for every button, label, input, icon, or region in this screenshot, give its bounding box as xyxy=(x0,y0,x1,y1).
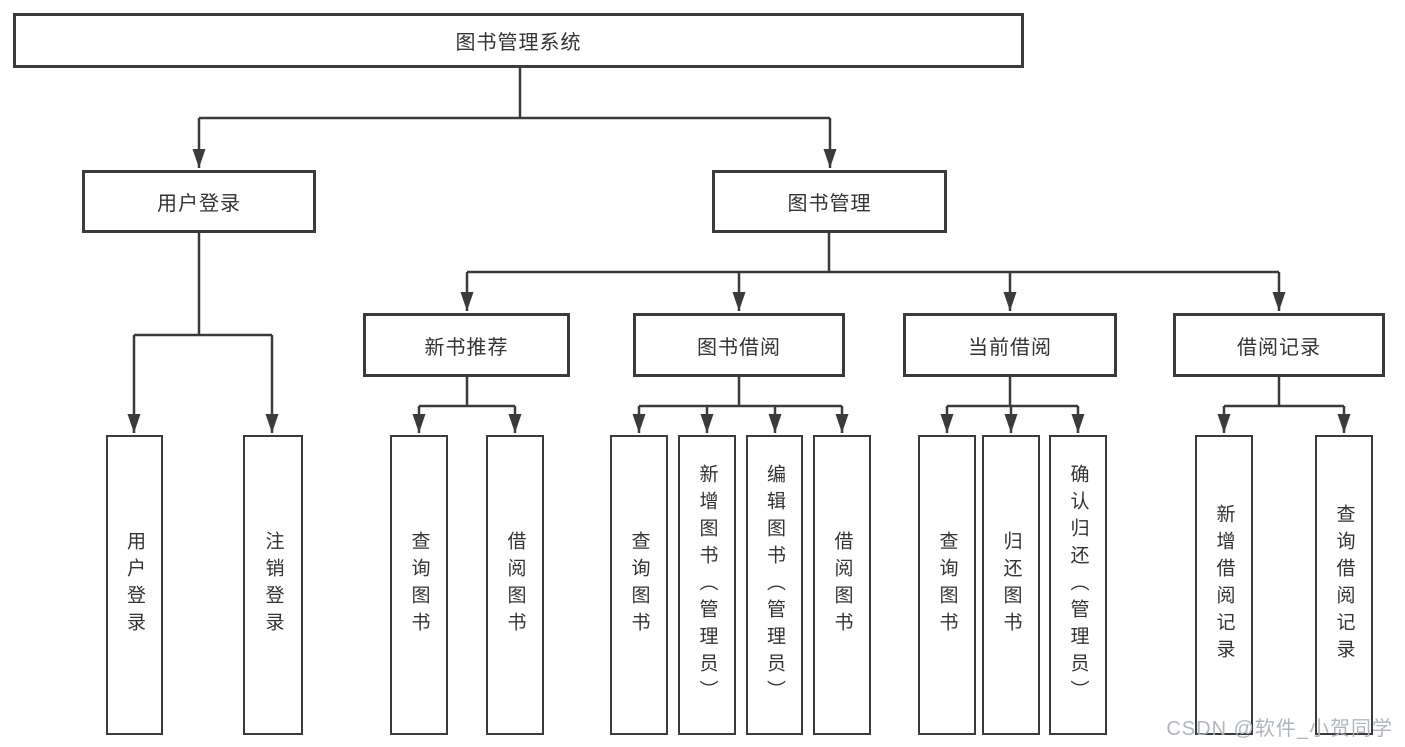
leaf-query-borrow-record: 查询借阅记录 xyxy=(1315,435,1373,735)
leaf-add-books-admin-label: 新增图书（管理员） xyxy=(696,463,718,707)
leaf-query-books-current-label: 查询图书 xyxy=(936,531,958,639)
leaf-borrow-books-recommend-label: 借阅图书 xyxy=(504,531,526,639)
leaf-logout: 注销登录 xyxy=(243,435,303,735)
node-user-login: 用户登录 xyxy=(82,170,316,233)
leaf-edit-books-admin: 编辑图书（管理员） xyxy=(746,435,803,735)
leaf-borrow-books-label: 借阅图书 xyxy=(831,531,853,639)
node-book-management: 图书管理 xyxy=(712,170,947,233)
leaf-user-login: 用户登录 xyxy=(106,435,163,735)
leaf-query-books-borrowing-label: 查询图书 xyxy=(628,531,650,639)
leaf-user-login-label: 用户登录 xyxy=(124,531,145,639)
leaf-borrow-books: 借阅图书 xyxy=(813,435,871,735)
node-borrowing-records: 借阅记录 xyxy=(1173,313,1385,377)
leaf-return-books: 归还图书 xyxy=(982,435,1040,735)
leaf-add-borrow-record-label: 新增借阅记录 xyxy=(1213,504,1235,666)
node-new-book-recommend: 新书推荐 xyxy=(363,313,570,377)
leaf-confirm-return-admin: 确认归还（管理员） xyxy=(1049,435,1107,735)
leaf-add-borrow-record: 新增借阅记录 xyxy=(1195,435,1253,735)
leaf-logout-label: 注销登录 xyxy=(262,531,284,639)
leaf-edit-books-admin-label: 编辑图书（管理员） xyxy=(764,463,785,707)
leaf-query-books-borrowing: 查询图书 xyxy=(610,435,668,735)
node-book-borrowing: 图书借阅 xyxy=(633,313,845,377)
leaf-query-books-recommend-label: 查询图书 xyxy=(408,531,430,639)
csdn-watermark: CSDN @软件_小贺同学 xyxy=(1166,718,1393,740)
node-library-management-system: 图书管理系统 xyxy=(13,13,1024,68)
leaf-query-books-current: 查询图书 xyxy=(918,435,976,735)
node-current-borrowing: 当前借阅 xyxy=(903,313,1117,377)
leaf-return-books-label: 归还图书 xyxy=(1000,531,1022,639)
leaf-query-borrow-record-label: 查询借阅记录 xyxy=(1333,504,1355,666)
leaf-add-books-admin: 新增图书（管理员） xyxy=(678,435,736,735)
leaf-confirm-return-admin-label: 确认归还（管理员） xyxy=(1067,463,1089,707)
leaf-query-books-recommend: 查询图书 xyxy=(390,435,448,735)
leaf-borrow-books-recommend: 借阅图书 xyxy=(486,435,544,735)
